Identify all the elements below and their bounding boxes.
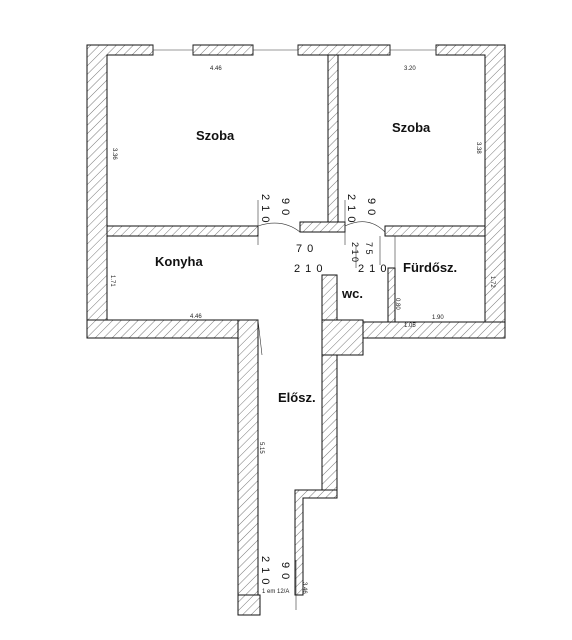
door-arcs	[257, 200, 396, 610]
door-2-height: 2 1 0	[345, 194, 357, 223]
dim-szoba-right-width: 3.20	[404, 66, 416, 72]
dim-konyha-height: 1.71	[109, 275, 115, 287]
dim-furdo-height: 1.72	[489, 276, 495, 288]
door-3-width: 7 0	[296, 243, 314, 255]
door-2-width: 9 0	[365, 198, 377, 216]
dim-szoba-right-height: 3.38	[475, 142, 481, 154]
top-wall-seg-3	[297, 44, 391, 56]
hall-right-wall	[321, 354, 338, 499]
door-1-width: 9 0	[279, 198, 291, 216]
hall-left-wall	[237, 319, 259, 596]
right-szoba-bottom-wall	[384, 225, 486, 237]
door-4-height: 2 1 0	[350, 242, 360, 262]
top-wall-seg-2	[192, 44, 254, 56]
interior-walls	[86, 54, 506, 616]
right-outer-wall	[435, 44, 506, 339]
footnote: 1 em 12/A	[262, 589, 289, 595]
dim-szoba-left-height: 3.36	[111, 148, 117, 160]
door-6-width: 9 0	[279, 562, 291, 580]
room-label-konyha: Konyha	[155, 254, 203, 269]
door-6-height: 2 1 0	[259, 556, 271, 585]
wc-pillar	[321, 319, 364, 356]
door-4-width: 7 5	[364, 242, 374, 255]
wc-furdo-wall	[387, 267, 396, 323]
room-label-eloszoba: Elősz.	[278, 390, 316, 405]
dim-eloszoba-length: 5.15	[258, 442, 264, 454]
door-labels: 2 1 0 9 0 2 1 0 9 0 7 0 2 1 0 2 1 0 7 5 …	[259, 194, 387, 585]
dim-furdo-width: 1.90	[432, 315, 444, 321]
dim-wc-width: 0.80	[394, 298, 400, 310]
room-label-szoba-right: Szoba	[392, 120, 431, 135]
room-label-furdo: Fürdősz.	[403, 260, 457, 275]
szoba-konyha-wall	[106, 225, 259, 237]
room-labels: Szoba Szoba Konyha Fürdősz. wc. Elősz.	[155, 120, 457, 405]
door-3-height: 2 1 0	[294, 263, 323, 275]
door-1-height: 2 1 0	[259, 194, 271, 223]
outer-walls	[86, 44, 506, 339]
dimension-labels: 4.46 3.20 3.36 3.38 1.71 4.46 1.72 1.90 …	[109, 66, 495, 595]
door-5-height: 2 1 0	[358, 263, 387, 275]
bottom-step	[237, 594, 261, 616]
dim-szoba-left-width: 4.46	[210, 66, 222, 72]
szoba-hall-wall-right	[299, 221, 346, 233]
konyha-bottom-wall	[86, 319, 259, 339]
dim-konyha-width: 4.46	[190, 314, 202, 320]
dim-entrance-height: 3.46	[301, 582, 307, 594]
left-outer-wall	[86, 44, 154, 339]
dim-bottom-width: 1.05	[404, 323, 416, 329]
room-label-wc: wc.	[341, 286, 363, 301]
mid-vertical-wall	[327, 54, 339, 223]
furdo-bottom-wall	[362, 321, 506, 339]
room-label-szoba-left: Szoba	[196, 128, 235, 143]
hall-jog-wall	[294, 489, 338, 596]
